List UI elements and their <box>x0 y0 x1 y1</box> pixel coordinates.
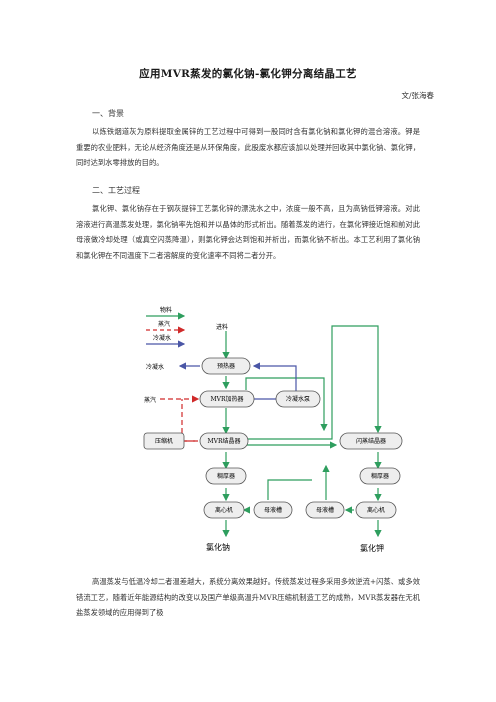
compressor-box <box>143 432 185 450</box>
legend-condensate-label: 冷凝水 <box>153 334 171 342</box>
steam-in-label: 蒸汽 <box>144 396 156 404</box>
condensate-lines <box>178 362 297 400</box>
section-heading-process: 二、工艺过程 <box>92 186 140 195</box>
centrifuge-right-box <box>355 501 397 519</box>
feed-label: 进料 <box>216 323 228 331</box>
flash-crystallizer-label: 闪蒸结晶器 <box>356 437 386 445</box>
paragraph-mvr: 高温蒸发与低温冷却二者温差越大，系统分离效果越好。传统蒸发过程多采用多效逆流+闪… <box>76 577 420 617</box>
condensate-pump-box <box>275 390 321 408</box>
compressor-label: 压缩机 <box>155 437 173 445</box>
condensate-pump-label: 冷凝水泵 <box>286 395 310 403</box>
section-heading-background: 一、背景 <box>92 109 124 118</box>
legend: 物料 蒸汽 冷凝水 <box>146 306 186 348</box>
page-title: 应用MVR蒸发的氯化钠-氯化钾分离结晶工艺 <box>139 68 357 80</box>
thickener-right-label: 稠厚器 <box>371 472 389 480</box>
mother-tank-left-box <box>253 501 293 519</box>
condensate-out-label: 冷凝水 <box>146 363 164 371</box>
legend-steam-label: 蒸汽 <box>158 320 170 328</box>
legend-material-label: 物料 <box>160 306 172 314</box>
preheater-box <box>201 357 251 375</box>
thickener-left-label: 稠厚器 <box>217 472 235 480</box>
material-lines <box>222 325 382 538</box>
mvr-crystallizer-box <box>199 432 249 450</box>
mvr-crystallizer-label: MVR结晶器 <box>208 437 241 445</box>
equipment-boxes: 预热器 MVR加热器 冷凝水泵 压缩机 MVR结晶器 闪蒸结晶器 稠厚器 稠厚器… <box>143 357 403 519</box>
preheater-label: 预热器 <box>217 362 235 370</box>
steam-lines <box>160 395 200 445</box>
paragraph-process: 氯化钾、氯化钠存在于钢灰提锌工艺氯化锌的漂洗水之中，浓度一般不高，且为高钠低钾溶… <box>76 204 420 260</box>
author-line: 文/张海春 <box>401 91 434 100</box>
diagram-labels: 进料 冷凝水 蒸汽 氯化钠 氯化钾 <box>144 323 384 553</box>
mother-tank-right-box <box>305 501 345 519</box>
mvr-heater-label: MVR加热器 <box>211 395 244 403</box>
thickener-left-box <box>205 467 247 485</box>
product-kcl-label: 氯化钾 <box>360 543 384 553</box>
mother-tank-right-label: 母液槽 <box>316 506 334 514</box>
product-nacl-label: 氯化钠 <box>206 542 230 552</box>
mvr-heater-box <box>199 390 255 408</box>
centrifuge-right-label: 离心机 <box>367 506 385 514</box>
mother-tank-left-label: 母液槽 <box>264 506 282 514</box>
paragraph-background: 以炼铁烟道灰为原料提取金属锌的工艺过程中可得到一股同时含有氯化钠和氯化钾的混合溶… <box>76 127 420 167</box>
centrifuge-left-label: 离心机 <box>215 506 233 514</box>
flash-crystallizer-box <box>339 432 403 450</box>
centrifuge-left-box <box>203 501 245 519</box>
thickener-right-box <box>359 467 401 485</box>
